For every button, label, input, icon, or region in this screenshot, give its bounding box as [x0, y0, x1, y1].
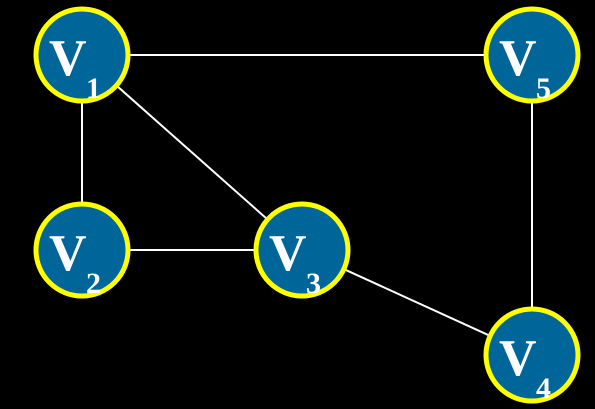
vertex-label-v4: V — [499, 330, 537, 387]
vertex-subscript-v2: 2 — [86, 267, 101, 300]
vertex-subscript-v5: 5 — [536, 72, 551, 105]
vertex-circle-v4 — [483, 306, 581, 404]
vertex-label-v2: V — [49, 225, 87, 282]
vertex-v5: V5 — [483, 6, 581, 105]
vertex-label-v1: V — [49, 30, 87, 87]
vertex-v4: V4 — [483, 306, 581, 405]
vertex-v1: V1 — [33, 6, 131, 105]
vertex-subscript-v3: 3 — [306, 267, 321, 300]
vertex-label-v5: V — [499, 30, 537, 87]
edge-v1-v3 — [81, 54, 303, 251]
vertex-circle-v3 — [253, 201, 351, 299]
vertex-circle-v1 — [33, 6, 131, 104]
vertex-subscript-v4: 4 — [536, 372, 551, 405]
vertex-label-v3: V — [269, 225, 307, 282]
vertex-subscript-v1: 1 — [86, 72, 101, 105]
vertex-v3: V3 — [253, 201, 351, 300]
vertex-circle-v2 — [33, 201, 131, 299]
vertex-v2: V2 — [33, 201, 131, 300]
vertex-circle-v5 — [483, 6, 581, 104]
